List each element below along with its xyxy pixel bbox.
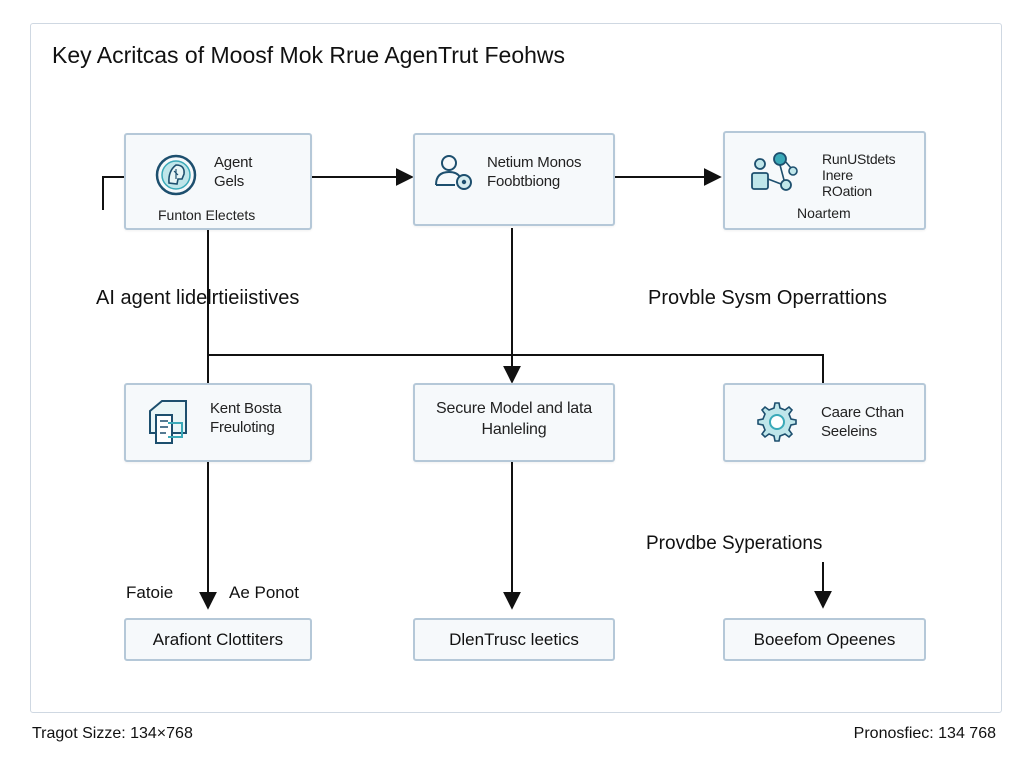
output-center[interactable]: DlenTrusc leetics (413, 618, 615, 661)
ai-head-icon (155, 154, 197, 196)
node-network[interactable]: Netium Monos Foobtbiong (413, 133, 615, 226)
left-bracket-line (102, 176, 124, 210)
node-runs-sub: Noartem (797, 205, 851, 221)
node-secure-label: Secure Model and lata Hanleling (436, 400, 592, 438)
diagram-frame (30, 23, 1002, 713)
output-center-label: DlenTrusc leetics (449, 629, 579, 649)
node-kent[interactable]: Kent Bosta Freuloting (124, 383, 312, 462)
footer-right: Pronosfiec: 134 768 (853, 725, 996, 742)
caption-left: AI agent lidelrtieiistives (96, 287, 300, 309)
caption-mid-right: Provdbe Syperations (646, 533, 823, 554)
node-kent-label: Kent Bosta Freuloting (210, 400, 282, 436)
node-caare[interactable]: Caare Cthan Seeleins (723, 383, 926, 462)
output-right-label: Boeefom Opeenes (753, 629, 896, 649)
node-network-label: Netium Monos Foobtbiong (487, 154, 582, 190)
output-left[interactable]: Arafiont Clottiters (124, 618, 312, 661)
folder-document-icon (149, 400, 187, 444)
node-secure[interactable]: Secure Model and lata Hanleling (413, 383, 615, 462)
horizontal-bus-line (208, 354, 824, 383)
node-runs[interactable]: RunUStdets Inere ROation Noartem (723, 131, 926, 230)
node-agent-gels[interactable]: Agent Gels Funton Electets (124, 133, 312, 230)
node-agent-label: Agent Gels (214, 154, 253, 190)
caption-right: Provble Sysm Operrattions (648, 287, 887, 309)
node-runs-label: RunUStdets Inere ROation (822, 151, 896, 199)
caption-bottom-left-b: Ae Ponot (229, 583, 299, 602)
person-gear-icon (435, 155, 472, 190)
node-caare-label: Caare Cthan Seeleins (821, 404, 904, 440)
network-nodes-icon (751, 152, 798, 191)
diagram-title: Key Acritcas of Moosf Mok Rrue AgenTrut … (52, 42, 566, 68)
output-right[interactable]: Boeefom Opeenes (723, 618, 926, 661)
output-left-label: Arafiont Clottiters (152, 629, 284, 649)
caption-bottom-left-a: Fatoie (126, 583, 174, 602)
gear-cog-icon (757, 402, 797, 442)
footer-left: Tragot Sizze: 134×768 (32, 725, 193, 742)
node-agent-sub: Funton Electets (158, 207, 256, 223)
